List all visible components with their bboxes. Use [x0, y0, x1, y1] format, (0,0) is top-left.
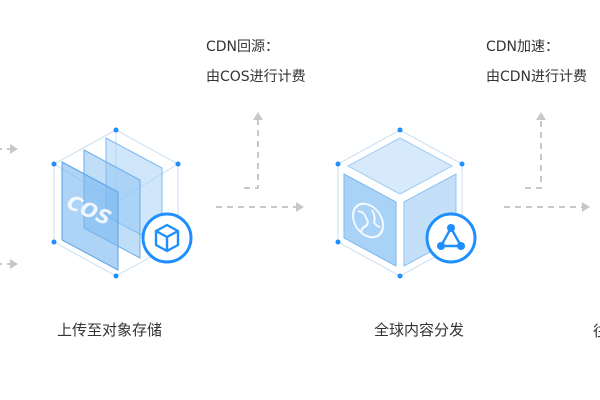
cdn-accel-detail: 由CDN进行计费 [486, 69, 588, 85]
cos-storage-illustration [51, 127, 181, 279]
upload-step-label: 上传至对象存储 [57, 321, 163, 339]
cube-icon [141, 212, 193, 264]
cdn-origin-title: CDN回源： [206, 39, 280, 55]
share-node-icon [425, 212, 477, 264]
cdn-origin-detail: 由COS进行计费 [206, 69, 306, 85]
arrow-up-accel [525, 120, 542, 189]
cdn-cube-illustration [335, 127, 465, 279]
distribute-step-label: 全球内容分发 [374, 321, 465, 339]
arrow-up-origin [244, 120, 259, 189]
cdn-accel-title: CDN加速： [486, 39, 560, 55]
globe-icon [352, 202, 384, 239]
next-step-label-partial: 往 [593, 320, 600, 341]
